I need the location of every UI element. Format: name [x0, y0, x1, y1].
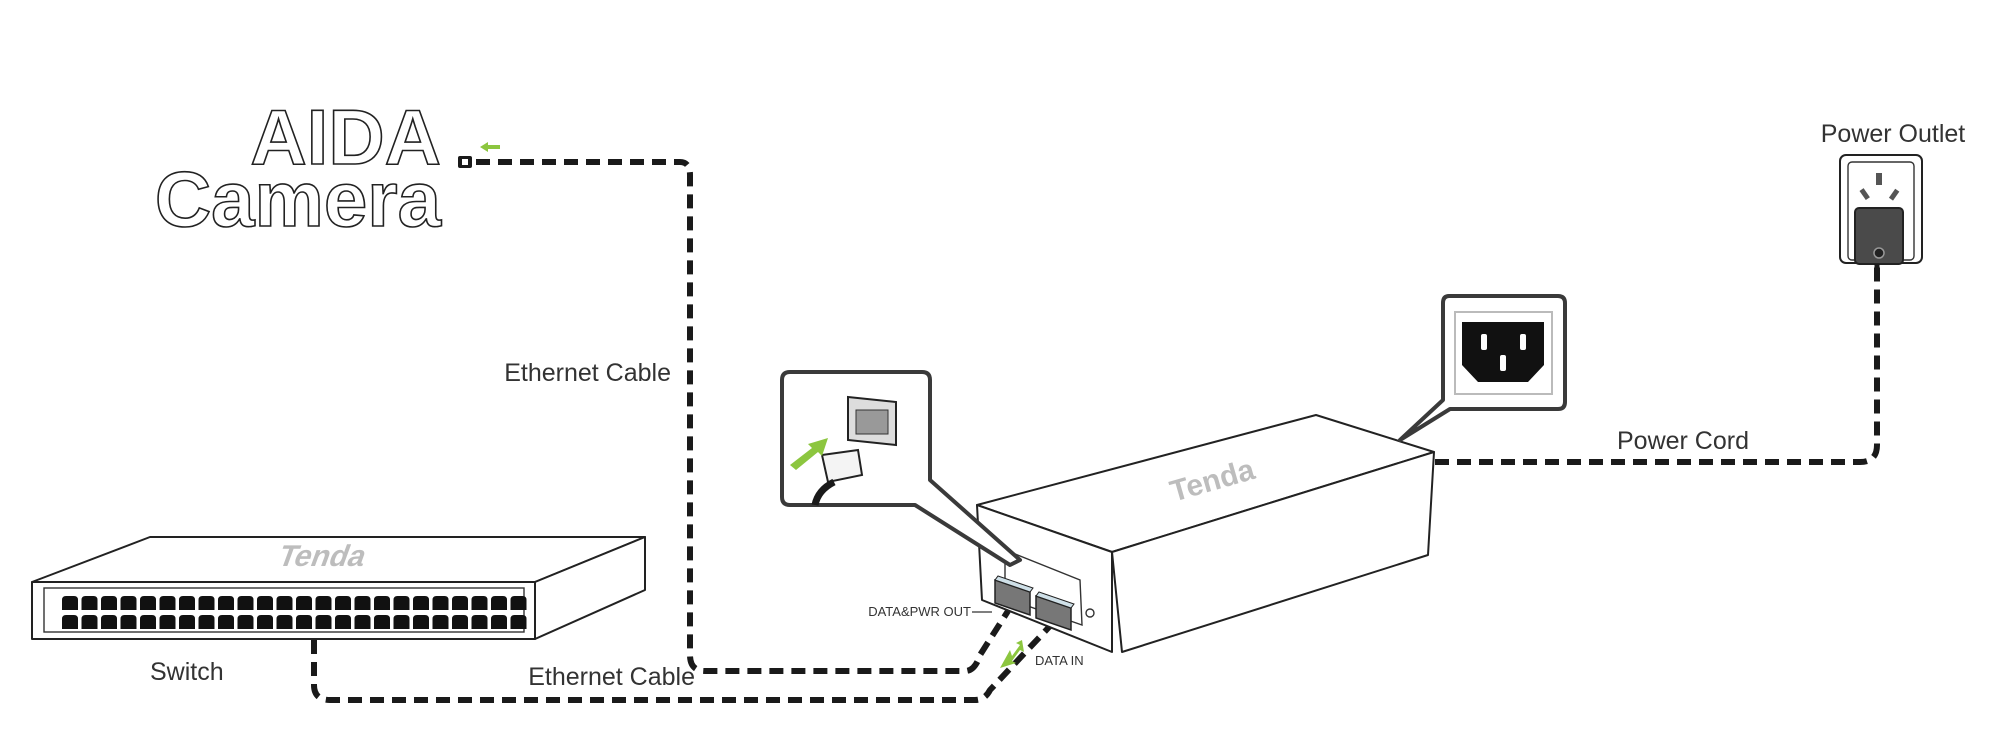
switch-port — [374, 596, 390, 610]
switch-port — [296, 615, 312, 629]
switch-port — [257, 596, 273, 610]
switch-port — [218, 615, 234, 629]
switch-port — [471, 615, 488, 629]
rj45-plug-icon — [811, 448, 864, 506]
poe-injector: Tenda DATA&PWR OUT DATA IN — [868, 414, 1435, 668]
switch-port — [198, 596, 215, 610]
switch-port — [140, 615, 156, 629]
switch-port — [120, 596, 137, 610]
switch-port — [413, 615, 429, 629]
camera-title: AIDA Camera — [154, 92, 442, 244]
switch-port — [393, 596, 410, 610]
switch-port — [140, 596, 156, 610]
switch-port — [101, 615, 117, 629]
green-arrow-up-icon — [1000, 640, 1024, 668]
switch-port — [218, 596, 234, 610]
switch-port — [452, 596, 468, 610]
switch-port — [101, 596, 117, 610]
switch-port — [432, 615, 449, 629]
switch-port — [491, 596, 507, 610]
switch-port — [354, 596, 371, 610]
switch-port — [276, 615, 293, 629]
power-outlet: Power Outlet — [1821, 120, 1966, 280]
switch-port — [198, 615, 215, 629]
ethernet-cable-camera-label: Ethernet Cable — [504, 359, 671, 387]
green-arrow-left-icon — [480, 142, 500, 152]
switch-port — [81, 596, 98, 610]
switch-port — [179, 615, 195, 629]
power-cord-label: Power Cord — [1617, 427, 1749, 455]
switch-port — [257, 615, 273, 629]
switch-port — [276, 596, 293, 610]
power-outlet-label: Power Outlet — [1821, 120, 1966, 148]
iec-power-inlet-icon — [1462, 322, 1544, 382]
port-in-label: DATA IN — [1035, 653, 1084, 668]
switch-port — [413, 596, 429, 610]
switch-port — [315, 596, 332, 610]
port-data-pwr-out — [994, 575, 1034, 617]
network-switch: Tenda Switch — [31, 536, 646, 686]
camera-title-line2: Camera — [155, 155, 442, 243]
switch-port — [296, 596, 312, 610]
switch-port — [159, 596, 176, 610]
switch-port — [354, 615, 371, 629]
switch-port — [237, 615, 254, 629]
ethernet-cable-camera — [476, 159, 1011, 674]
switch-port — [159, 615, 176, 629]
rj45-callout — [780, 370, 1022, 567]
switch-port — [62, 596, 78, 610]
switch-port — [510, 596, 527, 610]
switch-port — [491, 615, 507, 629]
switch-port — [335, 596, 351, 610]
injector-side-face — [1111, 451, 1435, 653]
switch-port — [471, 596, 488, 610]
switch-label: Switch — [150, 658, 224, 686]
port-out-label: DATA&PWR OUT — [868, 604, 971, 619]
rj45-jack-icon — [847, 395, 897, 447]
switch-port — [393, 615, 410, 629]
switch-port — [120, 615, 137, 629]
injector-front-face — [976, 504, 1113, 653]
switch-front-face — [31, 581, 536, 640]
switch-port — [374, 615, 390, 629]
power-cord — [1435, 265, 1880, 465]
switch-brand-logo: Tenda — [273, 539, 372, 573]
green-arrow-insert-icon — [790, 438, 828, 470]
power-inlet-callout — [1398, 294, 1567, 442]
switch-port — [432, 596, 449, 610]
switch-port — [335, 615, 351, 629]
camera-connector — [458, 142, 500, 168]
switch-port-array — [62, 596, 527, 629]
ethernet-cable-switch — [311, 623, 1053, 703]
switch-port — [510, 615, 527, 629]
switch-port — [452, 615, 468, 629]
switch-port — [62, 615, 78, 629]
switch-port — [315, 615, 332, 629]
switch-port — [81, 615, 98, 629]
switch-port — [237, 596, 254, 610]
port-data-in — [1035, 591, 1075, 632]
camera-title-line1: AIDA — [250, 93, 441, 181]
ethernet-cable-switch-label: Ethernet Cable — [528, 663, 695, 691]
switch-port — [179, 596, 195, 610]
